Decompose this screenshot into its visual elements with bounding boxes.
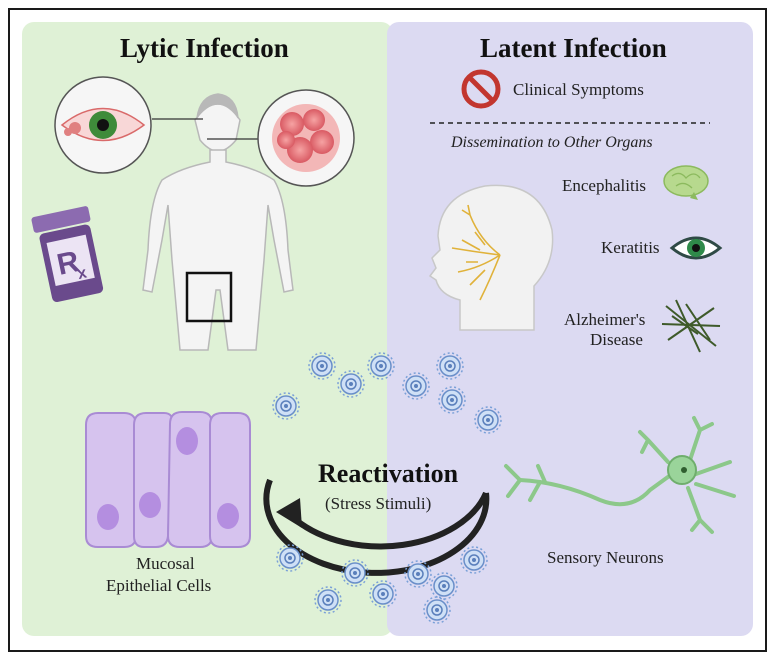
encephalitis-label: Encephalitis xyxy=(562,176,647,195)
prescription-bottle-icon: R x xyxy=(31,206,104,302)
svg-text:x: x xyxy=(76,264,88,282)
head-nerves-icon xyxy=(428,184,554,331)
keratitis-label: Keratitis xyxy=(601,238,660,257)
figure-frame xyxy=(8,8,767,652)
plaque-icon xyxy=(661,299,721,353)
human-body-icon xyxy=(142,93,294,351)
alzheimers-label-line2: Disease xyxy=(590,330,643,349)
lytic-title: Lytic Infection xyxy=(120,33,289,63)
cells-label-line1: Mucosal xyxy=(136,554,195,573)
dissemination-label: Dissemination to Other Organs xyxy=(451,134,653,151)
focus-box xyxy=(185,271,233,323)
clinical-symptoms-label: Clinical Symptoms xyxy=(513,80,644,99)
reactivation-arrow xyxy=(263,478,490,576)
neuron-icon xyxy=(504,416,736,534)
brain-icon xyxy=(663,165,709,200)
eye-icon xyxy=(669,236,723,260)
latent-title: Latent Infection xyxy=(480,33,667,63)
lesion-icon xyxy=(257,89,355,187)
no-symbol-icon xyxy=(461,69,501,109)
sensory-neurons-label: Sensory Neurons xyxy=(547,548,664,567)
cells-label-line2: Epithelial Cells xyxy=(106,576,212,595)
reactivation-title: Reactivation xyxy=(318,459,459,488)
reactivation-subtitle: (Stress Stimuli) xyxy=(325,494,432,513)
alzheimers-label-line1: Alzheimer's xyxy=(564,310,646,329)
eye-infection-icon xyxy=(54,76,152,174)
arrow-head xyxy=(276,498,302,528)
